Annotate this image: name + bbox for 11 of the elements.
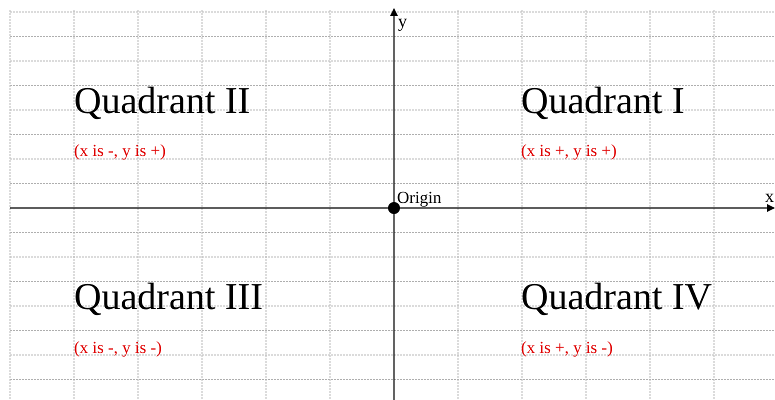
sign-note: (x is -, y is -) [74, 339, 162, 356]
origin-label: Origin [397, 189, 442, 206]
quadrant-title: Quadrant IV [521, 278, 712, 316]
axis-label: x [765, 187, 774, 205]
quadrant-title: Quadrant II [74, 82, 250, 120]
sign-note: (x is +, y is -) [521, 339, 613, 356]
quadrant-title: Quadrant III [74, 278, 263, 316]
sign-note: (x is -, y is +) [74, 142, 166, 159]
axis-label: y [398, 12, 407, 30]
sign-note: (x is +, y is +) [521, 142, 617, 159]
quadrant-title: Quadrant I [521, 82, 685, 120]
